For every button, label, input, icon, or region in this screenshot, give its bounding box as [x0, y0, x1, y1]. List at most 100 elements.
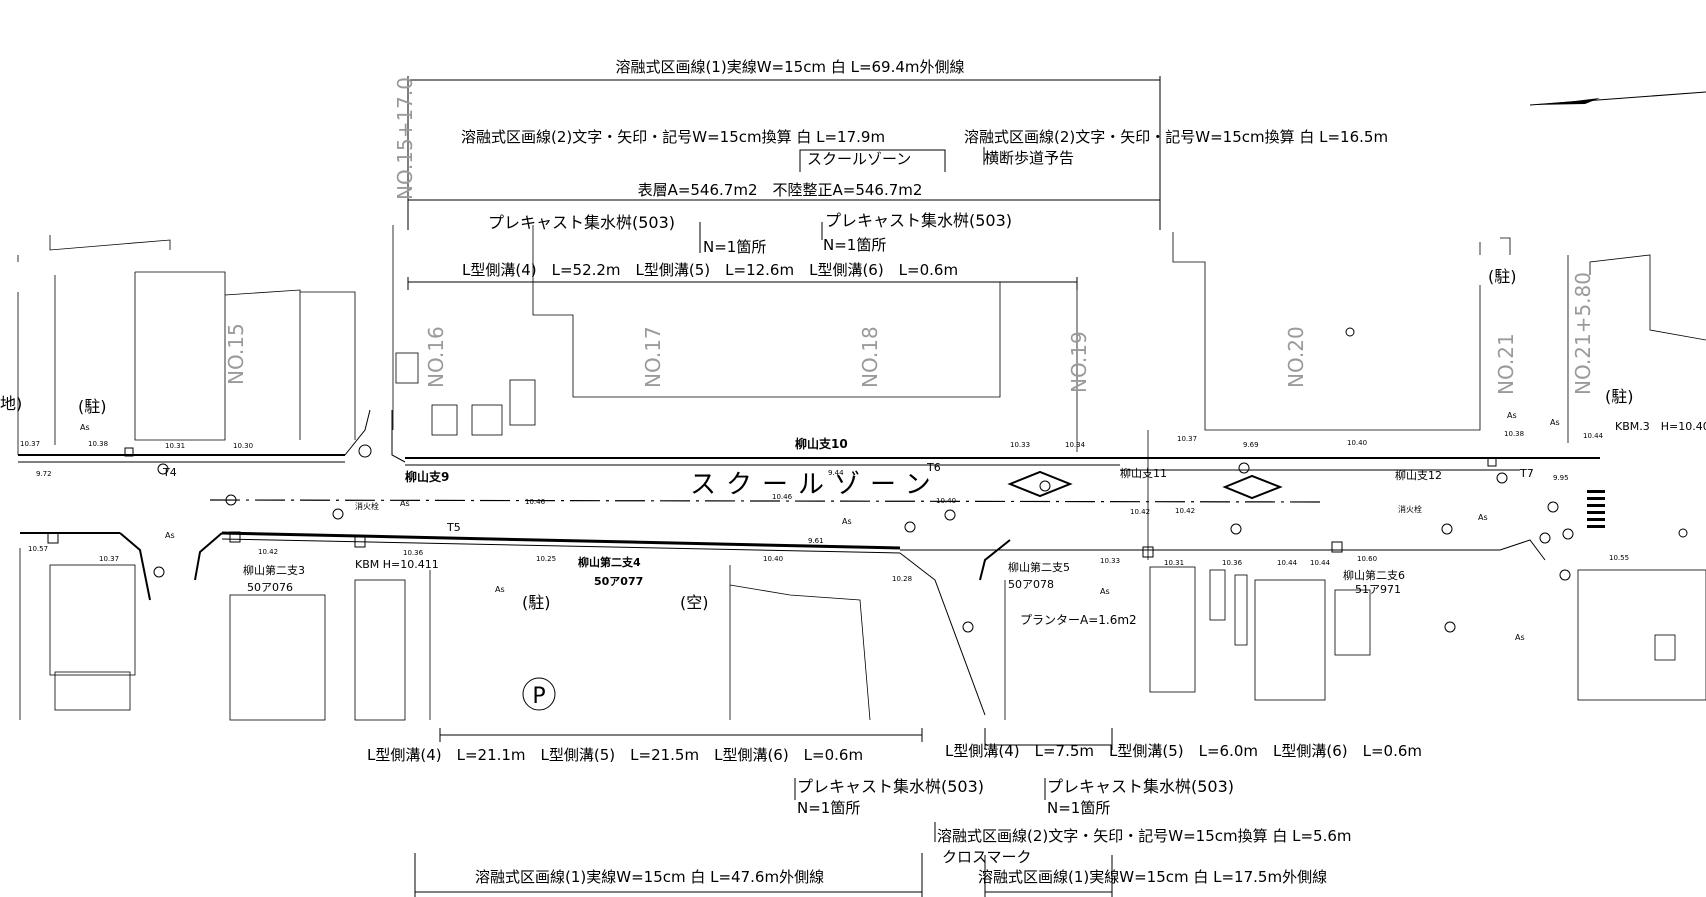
svg-text:T5: T5	[446, 521, 461, 534]
annotation-line2b: 溶融式区画線(2)文字・矢印・記号W=15cm換算 白 L=16.5m	[964, 128, 1388, 146]
svg-text:消火栓: 消火栓	[1398, 504, 1422, 514]
svg-text:10.37: 10.37	[20, 440, 40, 448]
svg-text:10.25: 10.25	[536, 555, 556, 563]
annotation-catch-basin-3: プレキャスト集水桝(503)	[797, 777, 984, 796]
svg-text:柳山第二支4: 柳山第二支4	[578, 555, 641, 569]
svg-text:10.38: 10.38	[88, 440, 108, 448]
parking-right2-label: (駐)	[1605, 387, 1634, 406]
svg-text:NO.16: NO.16	[424, 326, 448, 388]
top-dimension-lines	[407, 76, 1161, 290]
planter-label: プランターA=1.6m2	[1020, 613, 1137, 627]
svg-text:柳山第二支6: 柳山第二支6	[1343, 568, 1405, 582]
svg-text:10.28: 10.28	[892, 575, 912, 583]
annotation-school-zone: スクールゾーン	[807, 150, 911, 168]
svg-text:10.44: 10.44	[1583, 432, 1604, 440]
top-annotations: 溶融式区画線(1)実線W=15cm 白 L=69.4m外側線 溶融式区画線(2)…	[461, 58, 1388, 279]
svg-text:柳山支11: 柳山支11	[1120, 466, 1167, 480]
svg-text:As: As	[1515, 633, 1525, 642]
svg-text:50ア076: 50ア076	[247, 581, 293, 594]
svg-text:9.69: 9.69	[1243, 441, 1259, 449]
annotation-surface: 表層A=546.7m2 不陸整正A=546.7m2	[638, 181, 923, 199]
annotation-gutter-bottom-b: L型側溝(4) L=7.5m L型側溝(5) L=6.0m L型側溝(6) L=…	[945, 742, 1422, 760]
svg-text:10.36: 10.36	[1222, 559, 1243, 567]
svg-text:As: As	[165, 531, 175, 540]
svg-text:10.37: 10.37	[99, 555, 119, 563]
svg-text:10.36: 10.36	[403, 549, 424, 557]
bottom-annotations: L型側溝(4) L=21.1m L型側溝(5) L=21.5m L型側溝(6) …	[367, 742, 1422, 886]
parking-right-label: (駐)	[1488, 267, 1517, 286]
svg-text:50ア077: 50ア077	[594, 575, 643, 588]
svg-text:NO.21: NO.21	[1494, 333, 1518, 395]
svg-text:柳山第二支3: 柳山第二支3	[243, 563, 305, 577]
svg-text:As: As	[1550, 418, 1560, 427]
annotation-line1b: 溶融式区画線(1)実線W=15cm 白 L=47.6m外側線	[475, 868, 824, 886]
svg-text:10.42: 10.42	[1175, 507, 1195, 515]
empty-lot-label: (空)	[680, 593, 709, 612]
svg-text:As: As	[495, 585, 505, 594]
svg-text:10.31: 10.31	[1164, 559, 1184, 567]
svg-text:As: As	[1478, 513, 1488, 522]
svg-text:As: As	[842, 517, 852, 526]
annotation-gutter-bottom-a: L型側溝(4) L=21.1m L型側溝(5) L=21.5m L型側溝(6) …	[367, 746, 863, 764]
svg-text:10.37: 10.37	[1177, 435, 1197, 443]
parking-left-label: (駐)	[78, 397, 107, 416]
svg-text:10.33: 10.33	[1010, 441, 1030, 449]
svg-text:T7: T7	[1519, 467, 1534, 480]
annotation-crosswalk-notice: 横断歩道予告	[984, 149, 1074, 167]
svg-text:10.40: 10.40	[1347, 439, 1367, 447]
crosswalk-notice-diamond-2	[1222, 474, 1283, 500]
annotation-catch-basin-4: プレキャスト集水桝(503)	[1047, 777, 1234, 796]
svg-text:10.57: 10.57	[28, 545, 48, 553]
svg-text:51ア971: 51ア971	[1355, 583, 1401, 596]
svg-text:10.60: 10.60	[1357, 555, 1377, 563]
svg-text:10.33: 10.33	[1100, 557, 1120, 565]
annotation-line2c: 溶融式区画線(2)文字・矢印・記号W=15cm換算 白 L=5.6m	[937, 827, 1352, 845]
svg-text:T4: T4	[162, 466, 177, 479]
svg-text:9.44: 9.44	[828, 469, 844, 477]
parking-symbol: P	[522, 677, 556, 711]
annotation-catch-basin-1: プレキャスト集水桝(503)	[488, 213, 675, 232]
annotation-catch-basin-3-n: N=1箇所	[797, 799, 860, 817]
svg-text:10.40: 10.40	[763, 555, 783, 563]
svg-text:10.44: 10.44	[1277, 559, 1298, 567]
buildings-bottom	[19, 548, 1706, 721]
svg-text:10.30: 10.30	[233, 442, 253, 450]
svg-text:NO.21+5.80: NO.21+5.80	[1571, 272, 1595, 395]
svg-text:T6: T6	[926, 461, 941, 474]
svg-text:10.40: 10.40	[936, 497, 956, 505]
svg-text:NO.15: NO.15	[224, 323, 248, 385]
svg-text:柳山支9: 柳山支9	[405, 469, 449, 484]
lot-labels: 地) (駐) (駐) (空) (駐) (駐) KBM.3 H=10.40 KBM…	[0, 267, 1706, 642]
svg-text:NO.17: NO.17	[641, 326, 665, 388]
annotation-gutter-top: L型側溝(4) L=52.2m L型側溝(5) L=12.6m L型側溝(6) …	[462, 261, 958, 279]
svg-text:10.38: 10.38	[1504, 430, 1524, 438]
svg-text:NO.19: NO.19	[1067, 331, 1091, 393]
svg-text:10.44: 10.44	[1310, 559, 1331, 567]
svg-text:10.42: 10.42	[1130, 508, 1150, 516]
annotation-line2a: 溶融式区画線(2)文字・矢印・記号W=15cm換算 白 L=17.9m	[461, 128, 885, 146]
bottom-dimension-lines	[414, 728, 1113, 897]
school-zone-road-text: スクールゾーン	[690, 470, 941, 500]
svg-text:As: As	[1100, 587, 1110, 596]
annotation-line1c: 溶融式区画線(1)実線W=15cm 白 L=17.5m外側線	[978, 868, 1327, 886]
svg-text:柳山支10: 柳山支10	[795, 436, 848, 451]
buildings-top	[17, 225, 1706, 455]
svg-text:9.61: 9.61	[808, 537, 824, 545]
pole-labels: 柳山支9 柳山支10 柳山支11 柳山支12 柳山第二支3 50ア076 柳山第…	[243, 436, 1442, 596]
svg-text:As: As	[400, 499, 410, 508]
svg-text:10.46: 10.46	[772, 493, 793, 501]
elevation-labels: 10.37 10.38 10.31 10.30 9.72 10.46 10.46…	[20, 430, 1629, 583]
svg-text:10.31: 10.31	[165, 442, 185, 450]
road-edges	[18, 409, 1600, 716]
kbm1-label: KBM H=10.411	[355, 558, 439, 571]
svg-text:50ア078: 50ア078	[1008, 578, 1054, 591]
svg-text:10.46: 10.46	[525, 498, 546, 506]
svg-text:10.34: 10.34	[1065, 441, 1086, 449]
annotation-catch-basin-2: プレキャスト集水桝(503)	[825, 211, 1012, 230]
svg-text:As: As	[1507, 411, 1517, 420]
station-labels: NO.15+17.0 NO.15 NO.16 NO.17 NO.18 NO.19…	[224, 77, 1595, 395]
utility-symbols	[47, 327, 1688, 633]
kbm3-label: KBM.3 H=10.40	[1615, 420, 1706, 433]
svg-text:柳山支12: 柳山支12	[1395, 468, 1442, 482]
